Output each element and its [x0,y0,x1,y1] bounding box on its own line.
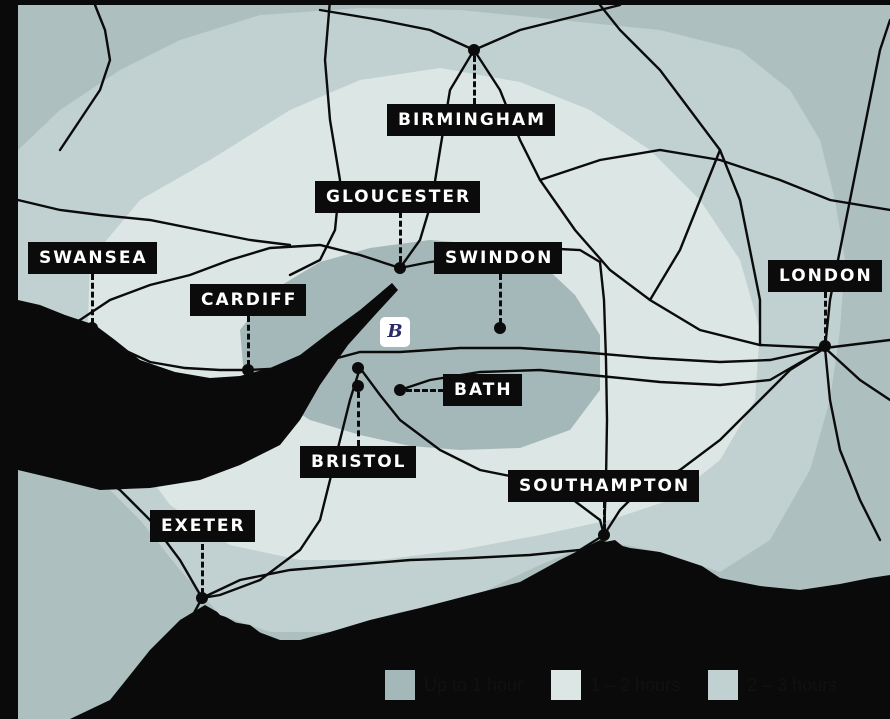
pin-gloucester [394,262,406,274]
pin-exeter [196,592,208,604]
pin-cardiff [242,364,254,376]
city-label-cardiff: CARDIFF [190,284,307,316]
city-label-birmingham: BIRMINGHAM [387,104,556,136]
road-network [16,0,890,719]
map-border-left [0,0,18,719]
legend-item-up-to-1-hour: Up to 1 hour [385,670,523,700]
city-label-southampton: SOUTHAMPTON [508,470,700,502]
leader-cardiff [247,316,250,366]
leader-bath [406,389,444,392]
leader-london [824,292,827,342]
leader-southampton [603,502,606,530]
city-label-bristol: BRISTOL [300,446,416,478]
legend-swatch [385,670,415,700]
leader-exeter [201,544,204,594]
leader-swansea [91,274,94,324]
sea-bristol-channel [18,283,398,490]
legend: Up to 1 hour 1 – 2 hours 2 – 3 hours [385,670,837,700]
pin-bristol [352,362,364,374]
city-label-bath: BATH [443,374,522,406]
legend-item-2-3-hours: 2 – 3 hours [708,670,837,700]
brand-logo-icon: B [380,317,410,347]
leader-bristol [357,392,360,446]
pin-bristol-2 [352,380,364,392]
legend-item-1-2-hours: 1 – 2 hours [551,670,680,700]
pin-swindon [494,322,506,334]
leader-gloucester [399,212,402,262]
legend-swatch [551,670,582,700]
pin-london [819,340,831,352]
city-label-london: LONDON [768,260,882,292]
city-label-swansea: SWANSEA [28,242,157,274]
pin-swansea [86,322,98,334]
legend-label: 2 – 3 hours [747,674,838,695]
city-label-exeter: EXETER [150,510,255,542]
pin-southampton [598,529,610,541]
leader-swindon [499,274,502,324]
pin-bath [394,384,406,396]
city-label-gloucester: GLOUCESTER [315,181,481,213]
legend-label: Up to 1 hour [424,674,524,695]
sea-english-channel [150,540,890,719]
legend-swatch [708,670,739,700]
pin-birmingham [468,44,480,56]
city-label-swindon: SWINDON [434,242,563,274]
leader-birmingham [473,56,476,104]
map-border-top [0,0,890,5]
legend-label: 1 – 2 hours [590,674,681,695]
